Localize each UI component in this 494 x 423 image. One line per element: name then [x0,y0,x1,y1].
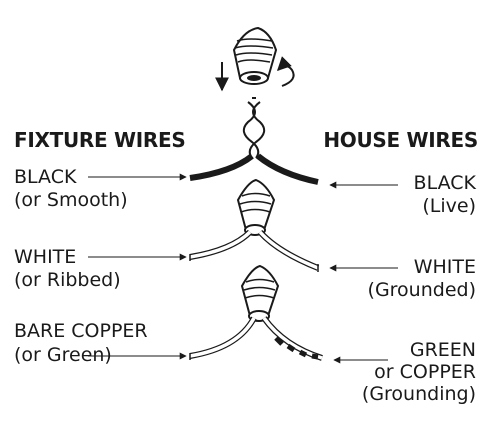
row2-wire-connector-icon [236,178,276,236]
row3-fixture-label-line1: BARE COPPER [14,320,148,342]
house-wires-heading: HOUSE WIRES [323,128,478,152]
twist-clockwise-arrow-icon [277,56,295,87]
row2-house-label-line2: (Grounded) [367,279,476,301]
row1-fixture-label-line1: BLACK [14,166,77,188]
row2-fixture-label-line2: (or Ribbed) [14,269,121,291]
row2-fixture-label-line1: WHITE [14,246,77,268]
row1-wires [189,153,319,185]
top-wire-connector-icon [232,26,278,85]
fixture-wires-heading: FIXTURE WIRES [14,128,186,152]
row3-wires [189,316,323,361]
row2-wires [189,229,320,272]
row3-house-label-line3: (Grounding) [361,383,476,405]
row1-fixture-label-line2: (or Smooth) [14,189,128,211]
row1-house-label-line1: BLACK [413,172,476,194]
row3-house-label-line1: GREEN [409,339,476,361]
twisted-wire-tips [242,97,266,159]
row3-wire-connector-icon [240,264,280,322]
row3-house-label-line2: or COPPER [374,361,476,383]
row1-house-label-line2: (Live) [422,195,476,217]
row2-house-label-line1: WHITE [413,256,476,278]
row3-fixture-label-line2: (or Green) [14,344,112,366]
